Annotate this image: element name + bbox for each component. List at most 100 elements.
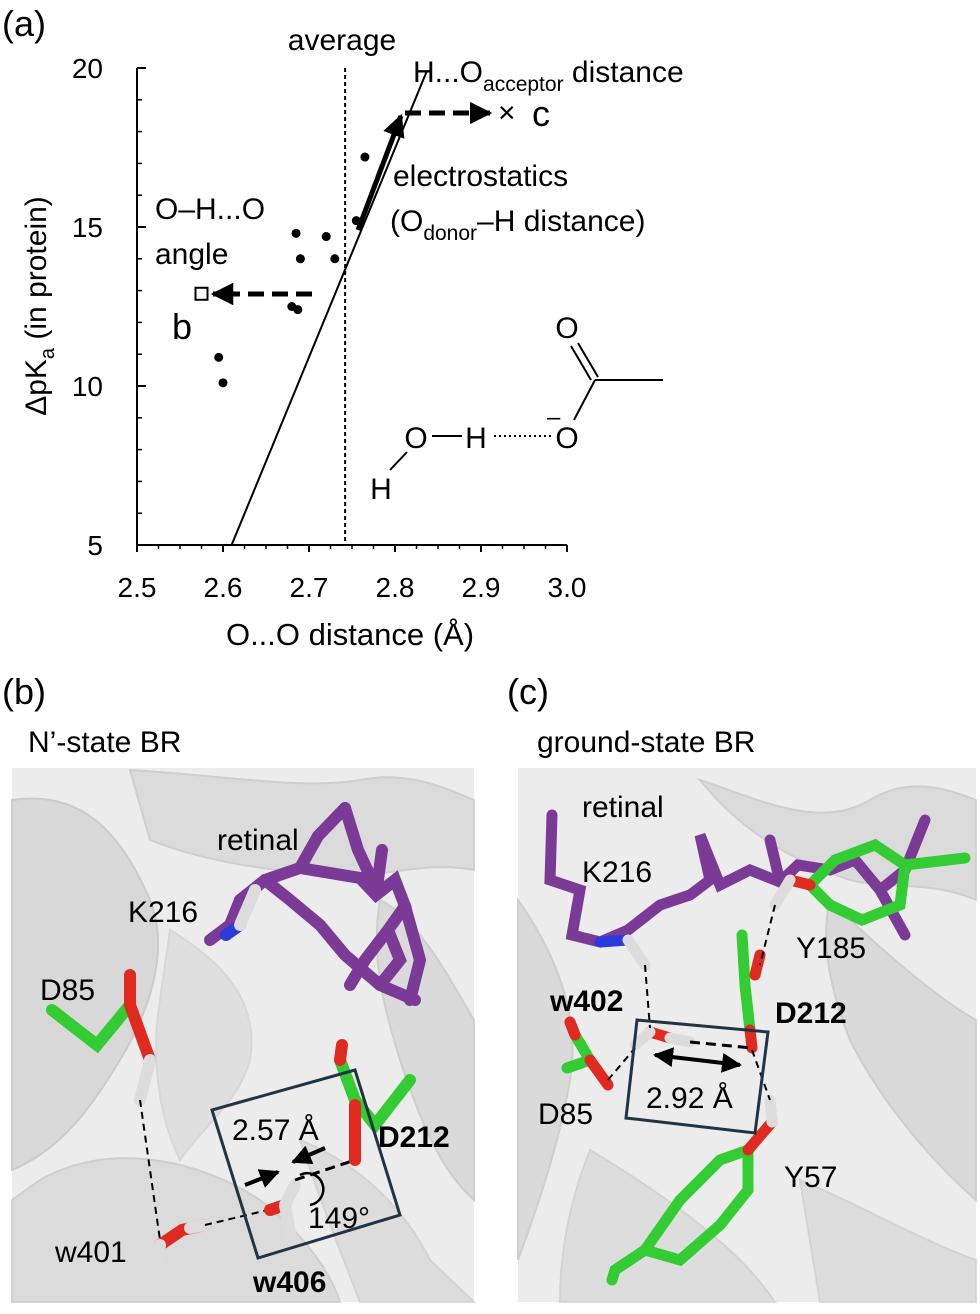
- retinal-label-b: retinal: [217, 824, 299, 857]
- d212-sticks-b: [334, 1039, 416, 1166]
- distance-arrow-b-2: [291, 1145, 326, 1164]
- panel-a-label: (a): [2, 3, 46, 44]
- panel-c: (c) ground-state BR retinal K216 Y185: [507, 671, 977, 1303]
- data-point: [291, 228, 301, 238]
- d85-label-b: D85: [40, 974, 95, 1007]
- angle-label: angle: [155, 238, 228, 271]
- hbond-k216-w402: [644, 964, 651, 1029]
- k216-label-c: K216: [582, 856, 652, 889]
- y-axis-label-tail: (in protein): [20, 196, 53, 348]
- x-tick-label: 2.9: [462, 572, 501, 603]
- bond-co-double-1: [570, 345, 592, 381]
- distance-arrow-b-1: [244, 1169, 280, 1188]
- w402-label-c: w402: [549, 985, 623, 1018]
- bond-co-double-2: [577, 342, 599, 378]
- panel-b-label: (b): [2, 671, 46, 712]
- x-tick-label: 2.8: [376, 572, 415, 603]
- b-square-marker: [194, 286, 209, 301]
- x-tick-label: 2.5: [118, 572, 157, 603]
- hbond-w402-d212: [689, 1040, 753, 1050]
- data-point: [214, 352, 224, 362]
- odonor-open: (O: [390, 205, 423, 238]
- x-axis-label: O...O distance (Å): [226, 617, 474, 652]
- c-label: c: [532, 93, 550, 134]
- d85-sticks-b: [46, 969, 156, 1106]
- y57-hydrogen-c: [764, 1094, 778, 1128]
- x-tick-label: 2.7: [290, 572, 329, 603]
- odonor-tail: –H distance): [477, 205, 645, 238]
- y57-sticks-c: [606, 1142, 754, 1286]
- data-point: [321, 232, 331, 242]
- hbond-y185-d212: [759, 904, 776, 966]
- axis-ticks: [136, 67, 568, 552]
- d212-label-c: D212: [775, 997, 847, 1030]
- structure-o-left: O: [404, 422, 427, 455]
- data-point: [218, 378, 228, 388]
- angle-arc-b: [299, 1172, 325, 1207]
- y185-sticks-c: [802, 838, 971, 926]
- b-label: b: [172, 306, 192, 347]
- d212-label-b: D212: [378, 1121, 450, 1154]
- electrostatics-label: electrostatics: [393, 160, 568, 193]
- ohoo-label: O–H...O: [155, 193, 265, 226]
- structure-h-bottom: H: [370, 473, 392, 506]
- ho-label-main: H...O: [413, 56, 483, 89]
- fit-line: [230, 70, 428, 546]
- y185-label-c: Y185: [796, 932, 866, 965]
- y-tick-label: 10: [72, 371, 103, 402]
- c-cross-marker: ×: [498, 97, 516, 130]
- panel-c-label: (c): [507, 671, 549, 712]
- odonor-sub: donor: [423, 222, 477, 245]
- ho-label-sub: acceptor: [483, 73, 564, 96]
- selection-box-b: [210, 1068, 402, 1260]
- y185-hydrogen-c: [769, 874, 796, 911]
- panel-b: (b) N’-state BR retinal K216: [2, 671, 477, 1303]
- ho-label-tail: distance: [564, 56, 684, 89]
- hbond-w401-w406: [204, 1209, 269, 1226]
- k216-hydrogen-c: [622, 934, 651, 971]
- hbond-d85-w402: [607, 1047, 636, 1081]
- data-point: [330, 254, 340, 264]
- hbond-w406-d212: [294, 1158, 356, 1182]
- structure-o-right: O: [555, 422, 578, 455]
- retinal-label-c: retinal: [582, 791, 664, 824]
- scatter-points: [214, 152, 370, 388]
- ho-distance-label: H...Oacceptor distance: [413, 56, 684, 96]
- y-axis-label-main: ΔpK: [20, 359, 53, 416]
- x-tick-label: 2.6: [204, 572, 243, 603]
- bond-o-h-lower: [389, 451, 408, 471]
- y57-oxygen-c: [742, 1116, 778, 1156]
- y-axis-label: ΔpKa (in protein): [20, 196, 59, 416]
- angle-label-b: 149°: [308, 1202, 370, 1235]
- hydrogen-bond-structure: O O – H O H: [370, 312, 663, 506]
- distance-label-b: 2.57 Å: [232, 1114, 319, 1147]
- data-point: [360, 152, 370, 162]
- structure-minus: –: [547, 404, 561, 431]
- d212-sticks-c: [736, 929, 766, 1054]
- w402-sticks-c: [629, 1026, 696, 1051]
- y-tick-label: 20: [72, 53, 103, 84]
- w401-label-b: w401: [54, 1236, 127, 1269]
- w401-sticks-b: [149, 1219, 211, 1281]
- y-tick-label: 15: [72, 212, 103, 243]
- distance-label-c: 2.92 Å: [646, 1082, 733, 1115]
- structure-o-top: O: [555, 312, 578, 345]
- data-point: [293, 305, 303, 315]
- distance-arrow-c: [653, 1047, 742, 1073]
- bond-c-o: [573, 379, 596, 421]
- structure-h-mid: H: [465, 422, 487, 455]
- selection-box-c: [624, 1018, 770, 1135]
- k216-hydrogen-b: [234, 884, 261, 931]
- y-axis-label-sub: a: [37, 347, 59, 359]
- y-tick-labels: 5 10 15 20: [72, 53, 103, 561]
- y57-label-c: Y57: [784, 1161, 837, 1194]
- average-label: average: [288, 24, 396, 57]
- panel-c-title: ground-state BR: [537, 726, 755, 759]
- panel-b-title: N’-state BR: [28, 726, 181, 759]
- k216-label-b: K216: [128, 896, 198, 929]
- y-tick-label: 5: [87, 530, 103, 561]
- d85-label-c: D85: [538, 1098, 593, 1131]
